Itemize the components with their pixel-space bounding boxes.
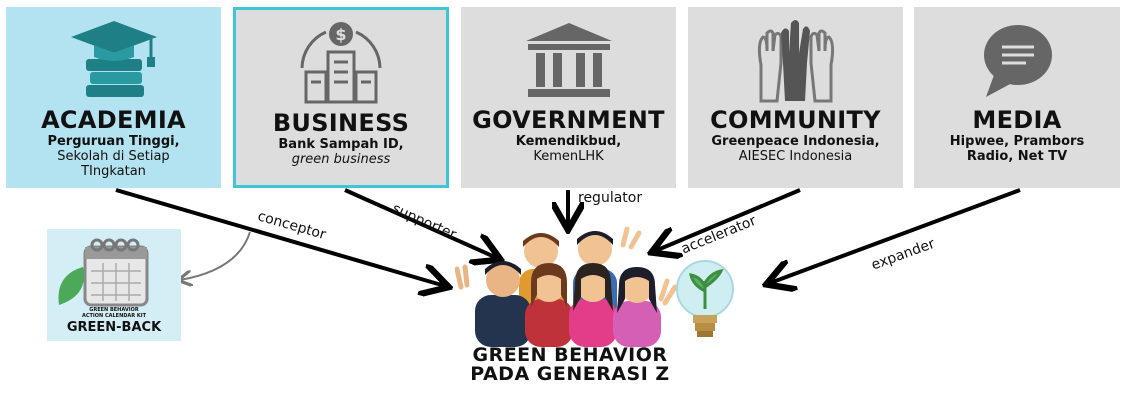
business-title: BUSINESS xyxy=(272,109,410,137)
arrow-supporter xyxy=(344,188,497,258)
box-government: GOVERNMENT Kemendikbud,KemenLHK xyxy=(461,7,676,188)
calendar-leaf-icon xyxy=(58,238,149,307)
arrow-accelerator xyxy=(655,188,801,251)
greenback-title: GREEN-BACK xyxy=(66,320,162,335)
svg-text:$: $ xyxy=(335,25,346,44)
speech-bubble-icon xyxy=(914,13,1120,105)
graduation-books-icon xyxy=(6,13,221,105)
business-subtitle: Bank Sampah ID,green business xyxy=(278,137,404,167)
box-community: COMMUNITY Greenpeace Indonesia,AIESEC In… xyxy=(688,7,903,188)
raised-hands-icon xyxy=(688,13,903,105)
government-subtitle: Kemendikbud,KemenLHK xyxy=(515,134,622,164)
youth-front-right xyxy=(613,267,678,347)
government-building-icon xyxy=(461,13,676,105)
government-title: GOVERNMENT xyxy=(472,106,665,134)
youth-front-center-right xyxy=(569,263,617,347)
youth-front-left xyxy=(455,261,531,347)
youth-front-center-left xyxy=(525,263,573,347)
label-regulator: regulator xyxy=(578,190,643,206)
arrow-to-greenback xyxy=(180,231,251,280)
arrow-conceptor xyxy=(115,188,445,286)
academia-title: ACADEMIA xyxy=(41,106,186,134)
media-title: MEDIA xyxy=(972,106,1062,134)
business-buildings-icon: $ xyxy=(236,16,446,108)
community-subtitle: Greenpeace Indonesia,AIESEC Indonesia xyxy=(711,134,880,164)
box-business: $ BUSINESS Bank Sampah ID,green business xyxy=(233,7,449,188)
arrow-expander xyxy=(770,188,1021,283)
community-title: COMMUNITY xyxy=(710,106,881,134)
group-of-youths-icon xyxy=(455,226,734,347)
box-academia: ACADEMIA Perguruan Tinggi,Sekolah di Set… xyxy=(6,7,221,188)
lightbulb-plant-icon xyxy=(676,260,734,337)
